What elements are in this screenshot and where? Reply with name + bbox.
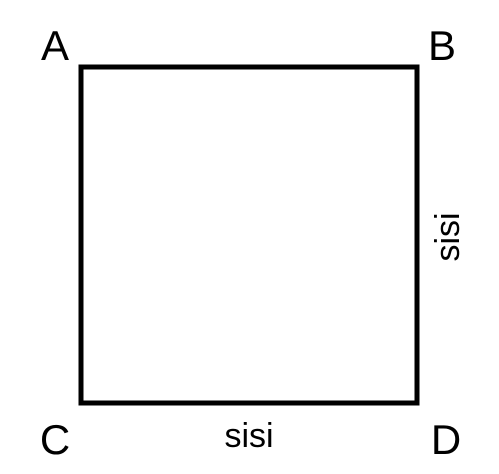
vertex-label-a: A xyxy=(41,22,69,69)
square-shape xyxy=(78,64,420,406)
vertex-label-c: C xyxy=(40,416,70,463)
side-label-right: sisi xyxy=(429,212,467,261)
vertex-label-d: D xyxy=(431,416,461,463)
vertex-label-b: B xyxy=(428,22,456,69)
side-label-bottom: sisi xyxy=(224,417,273,455)
